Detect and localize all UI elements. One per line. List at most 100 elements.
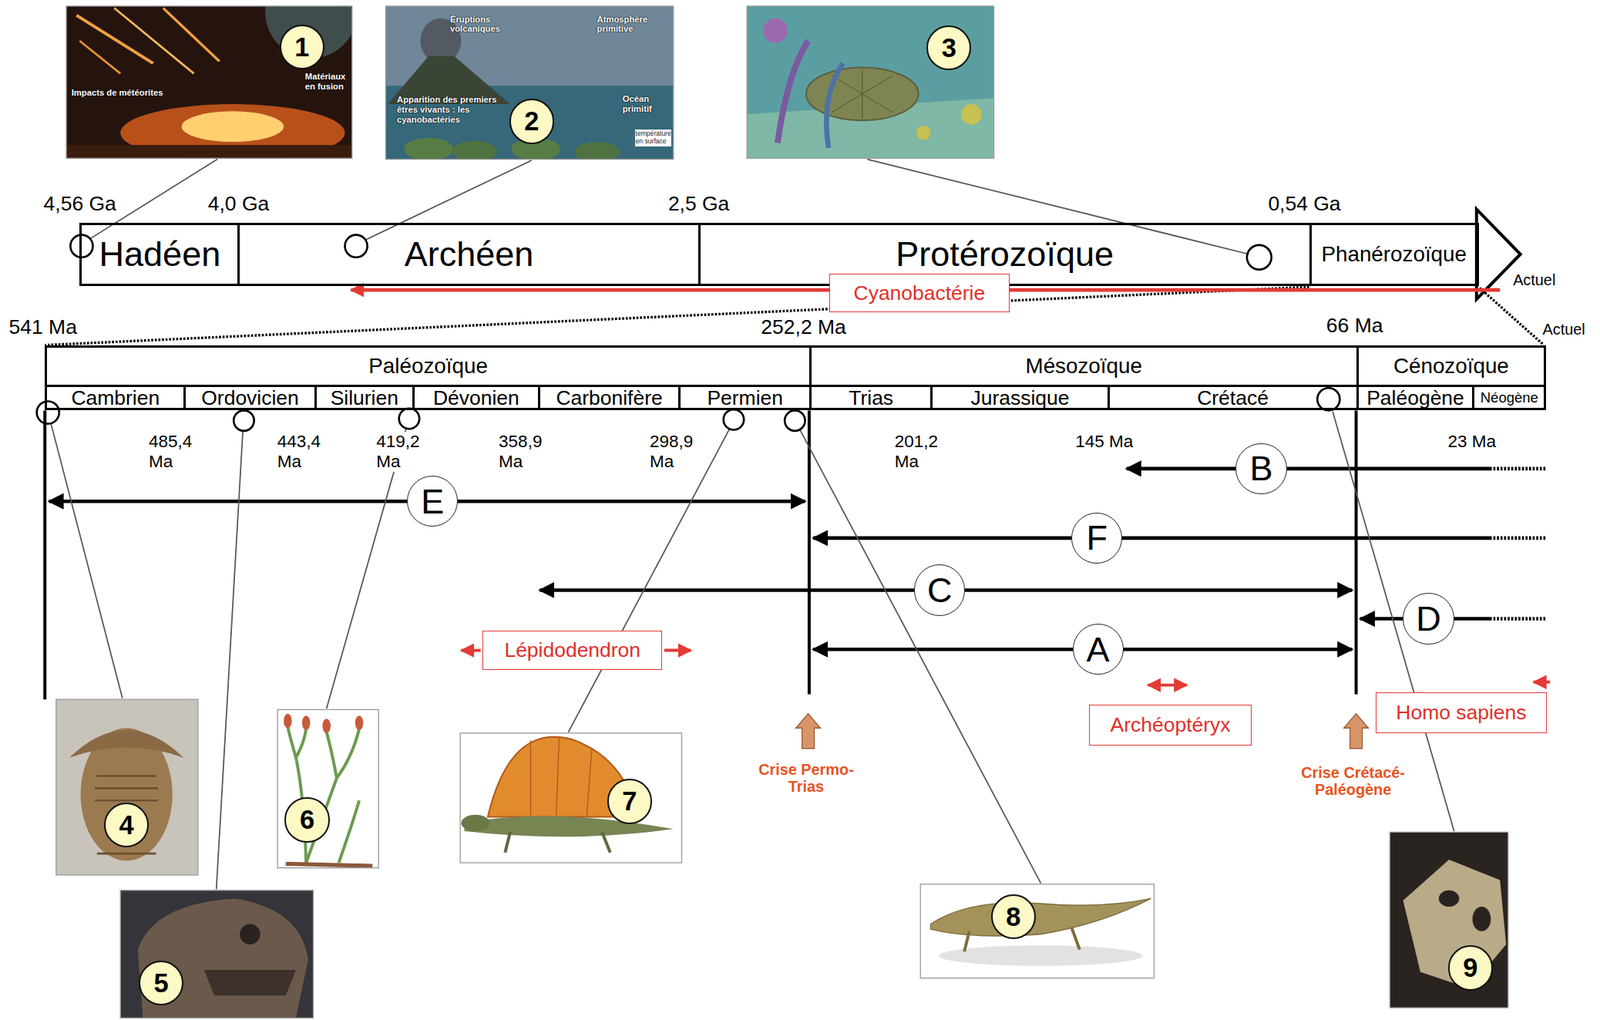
range-arrow-tail — [1489, 616, 1547, 621]
time-marker — [36, 235, 1341, 431]
taxon-range-box: Cyanobactérie — [829, 273, 1010, 313]
picture-frame — [120, 890, 313, 1019]
picture-frame — [277, 709, 379, 868]
node-text: 6 — [299, 806, 315, 833]
callout-number: 8 — [991, 894, 1036, 939]
boundary-line — [43, 410, 47, 700]
callout-number: 2 — [509, 98, 555, 144]
period-box: Ordovicien — [183, 384, 316, 411]
node-text: E — [420, 484, 444, 519]
placoderm-picture — [204, 969, 296, 995]
eon-box: Hadéen — [79, 222, 240, 286]
crisis-arrow — [796, 713, 821, 749]
meteorite-picture — [66, 144, 353, 158]
date-label: 23 Ma — [1446, 431, 1497, 452]
time-marker — [1317, 387, 1340, 411]
dimetrodon-picture — [586, 748, 592, 817]
reptile-picture — [964, 931, 970, 952]
node-text: 3 — [941, 34, 957, 61]
placoderm-picture — [239, 924, 260, 945]
picture-caption: Éruptions volcaniques — [450, 14, 514, 35]
time-mark: 66 Ma — [1325, 313, 1385, 337]
meteorite-picture — [66, 6, 353, 158]
taxon-range-box: Lépidodendron — [482, 630, 663, 669]
time-marker — [723, 409, 744, 430]
early-plant-picture — [285, 863, 374, 866]
reptile-picture — [920, 884, 1154, 979]
reptile-picture — [920, 884, 1154, 979]
meteorite-picture — [181, 110, 284, 142]
dimetrodon-picture — [460, 814, 490, 831]
picture-frame — [746, 6, 994, 158]
meteorite-picture — [114, 8, 194, 74]
trilobite-picture — [97, 774, 157, 777]
period-box: Silurien — [314, 384, 415, 411]
period-box: Jurassique — [930, 384, 1110, 411]
range-arrow — [1126, 467, 1490, 471]
time-mark: 4,0 Ga — [207, 191, 270, 216]
period-box: Néogène — [1472, 384, 1547, 411]
picture-caption: Océan primitif — [622, 94, 670, 115]
ediacaran-picture — [831, 75, 893, 113]
early-plant-picture — [277, 709, 379, 868]
boundary-line — [1354, 410, 1358, 694]
trilobite-picture — [94, 799, 158, 802]
range-arrow-tail — [1489, 467, 1547, 471]
time-marker — [784, 410, 805, 431]
node-text: Cyanobactérie — [853, 282, 986, 303]
date-label: 485,4 Ma — [147, 431, 198, 472]
node-text: 1 — [294, 33, 310, 61]
leader-line — [50, 159, 1454, 890]
time-mark: Actuel — [1542, 320, 1587, 339]
ediacaran-picture — [961, 104, 982, 125]
time-marker — [399, 408, 420, 429]
period-box: Permien — [678, 384, 811, 411]
primitive-earth-picture — [385, 6, 673, 160]
picture-frame — [66, 6, 353, 158]
date-label: 201,2 Ma — [894, 431, 944, 472]
picture-caption: Apparition des premiers êtres vivants : … — [396, 94, 505, 125]
picture-caption: Matériaux en fusion — [305, 71, 353, 92]
dimetrodon-picture — [601, 831, 611, 852]
era-box: CénozoïquePaléogène Néogène — [1356, 345, 1547, 411]
picture-frame — [920, 884, 1154, 979]
date-label: 298,9 Ma — [648, 431, 699, 472]
node-text: Mésozoïque — [811, 347, 1357, 386]
taxon-range-box: Homo sapiens — [1375, 692, 1547, 733]
node-text: Trias — [848, 387, 894, 408]
era-box: PaléozoïqueCambrienOrdovicienSilurienDév… — [44, 345, 812, 411]
leader-line — [568, 428, 730, 732]
primitive-earth-picture — [452, 141, 498, 160]
node-text: 8 — [1005, 903, 1021, 930]
trilobite-picture — [69, 729, 184, 758]
node-text: Cénozoïque — [1358, 347, 1545, 386]
early-plant-picture — [287, 726, 360, 863]
time-mark: 252,2 Ma — [759, 315, 847, 339]
node-text: Hadéen — [99, 236, 222, 272]
period-box: Cambrien — [44, 384, 186, 411]
node-text: Archéoptéryx — [1110, 714, 1231, 735]
date-label: 145 Ma — [1074, 431, 1134, 452]
picture-frame — [460, 732, 682, 863]
node-text: Protérozoïque — [895, 236, 1114, 272]
early-plant-picture — [322, 718, 331, 733]
ediacaran-picture — [746, 6, 994, 158]
date-label: 419,2 Ma — [375, 431, 425, 472]
leader-line — [800, 430, 1041, 884]
callout-number: 7 — [607, 778, 653, 824]
node-text: 4 — [119, 811, 135, 838]
period-box: Paléogène — [1356, 384, 1476, 411]
leader-line — [216, 430, 243, 890]
picture-caption: température en surface — [635, 129, 673, 147]
range-letter-circle: D — [1402, 592, 1454, 644]
node-text: A — [1086, 631, 1110, 667]
range-arrow — [460, 648, 481, 653]
range-arrow — [1533, 680, 1550, 684]
ediacaran-picture — [916, 125, 932, 141]
node-text: Paléogène — [1366, 387, 1465, 408]
reptile-picture — [938, 944, 1143, 965]
zoom-line — [44, 286, 1309, 345]
node-text: Paléozoïque — [47, 347, 810, 386]
node-text: Silurien — [330, 387, 399, 408]
